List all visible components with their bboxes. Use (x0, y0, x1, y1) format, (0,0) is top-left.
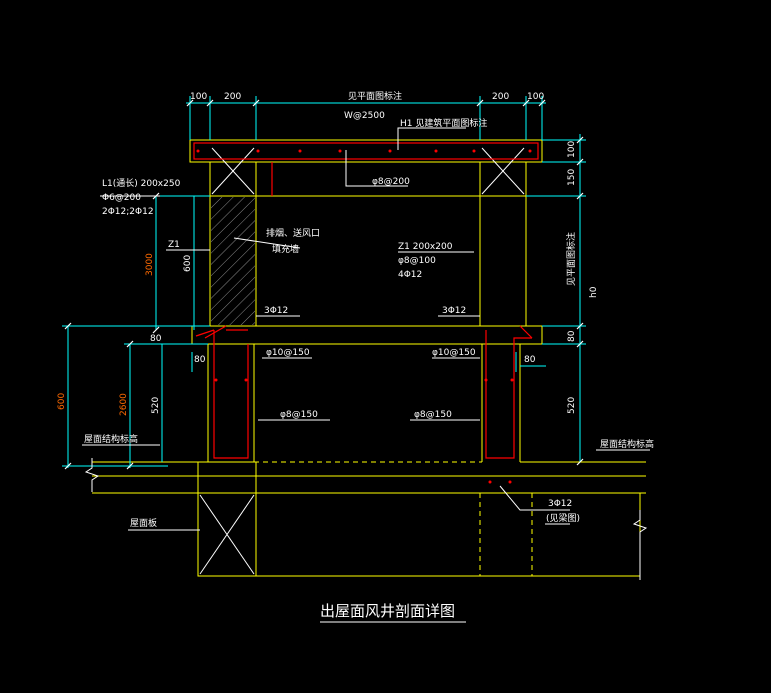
label-right-3phi12: 3Φ12 (442, 306, 466, 316)
label-bottom-3phi12: 3Φ12 (548, 499, 572, 509)
dim-left-600b: 600 (57, 393, 67, 410)
structure-outline (92, 139, 646, 577)
label-l1-line1: L1(通长) 200x250 (102, 177, 181, 189)
infill-wall-hatch (211, 197, 255, 325)
dim-left-80: 80 (150, 334, 162, 344)
rebar-lines (193, 142, 539, 459)
break-markers (84, 458, 648, 580)
label-left-phi8: φ8@150 (280, 410, 318, 420)
lower-beam-left (197, 461, 257, 577)
dim-right-150: 150 (567, 169, 577, 186)
dim-top-right-200: 200 (492, 92, 509, 102)
leader-lines (82, 127, 650, 623)
label-right-phi10: φ10@150 (432, 348, 476, 358)
label-roof-level-left: 屋面结构标高 (84, 433, 138, 445)
dimension-texts: 100 200 见平面图标注 200 100 100 150 见平面图标注 h0… (57, 90, 599, 416)
dim-top-left-200: 200 (224, 92, 241, 102)
dim-right-mid: 见平面图标注 (565, 232, 577, 286)
dimension-ticks (64, 99, 584, 470)
label-roof-level-right: 屋面结构标高 (600, 438, 654, 450)
label-h1: H1 见建筑平面图标注 (400, 117, 487, 129)
label-wall-spacing: W@2500 (344, 111, 385, 121)
dim-top-left-100: 100 (190, 92, 207, 102)
label-l1-line2: Φ6@200 (102, 193, 141, 203)
dim-right-h0: h0 (589, 286, 599, 298)
cross-markers (199, 147, 525, 575)
label-infill-line2: 填充墙 (272, 243, 299, 255)
dim-left-3000: 3000 (145, 253, 155, 276)
label-z1-stirrup: φ8@100 (398, 256, 436, 266)
label-bottom-beam-note: (见梁图) (546, 512, 580, 524)
dim-top-mid: 见平面图标注 (348, 90, 402, 102)
dim-inner-80-right: 80 (524, 355, 536, 365)
top-beam-right (479, 162, 527, 197)
label-beam-rebar: φ8@200 (372, 177, 410, 187)
dimension-lines (62, 96, 586, 468)
dim-right-80: 80 (567, 330, 577, 342)
label-z1-left: Z1 (168, 240, 180, 250)
hidden-lines (254, 461, 533, 576)
label-left-phi10: φ10@150 (266, 348, 310, 358)
drawing-title: 出屋面风井剖面详图 (320, 602, 455, 620)
dim-inner-80-left: 80 (194, 355, 206, 365)
rebar-dots (196, 149, 532, 484)
dim-left-600a: 600 (183, 255, 193, 272)
label-infill-line1: 排烟、送风口 (266, 227, 320, 239)
label-z1-title: Z1 200x200 (398, 242, 453, 252)
dim-left-2600: 2600 (119, 393, 129, 416)
label-left-3phi12: 3Φ12 (264, 306, 288, 316)
dim-top-right-100: 100 (527, 92, 544, 102)
label-z1-main: 4Φ12 (398, 270, 422, 280)
mid-slab (191, 325, 543, 345)
dim-left-520: 520 (151, 397, 161, 414)
annotation-texts: W@2500 H1 见建筑平面图标注 φ8@200 L1(通长) 200x250… (84, 111, 654, 529)
dim-right-100: 100 (567, 141, 577, 158)
label-right-phi8: φ8@150 (414, 410, 452, 420)
dim-right-520: 520 (567, 397, 577, 414)
top-beam (209, 162, 257, 197)
label-l1-line3: 2Φ12;2Φ12 (102, 207, 154, 217)
top-cap-slab (189, 139, 543, 163)
label-roof-slab: 屋面板 (130, 517, 157, 529)
